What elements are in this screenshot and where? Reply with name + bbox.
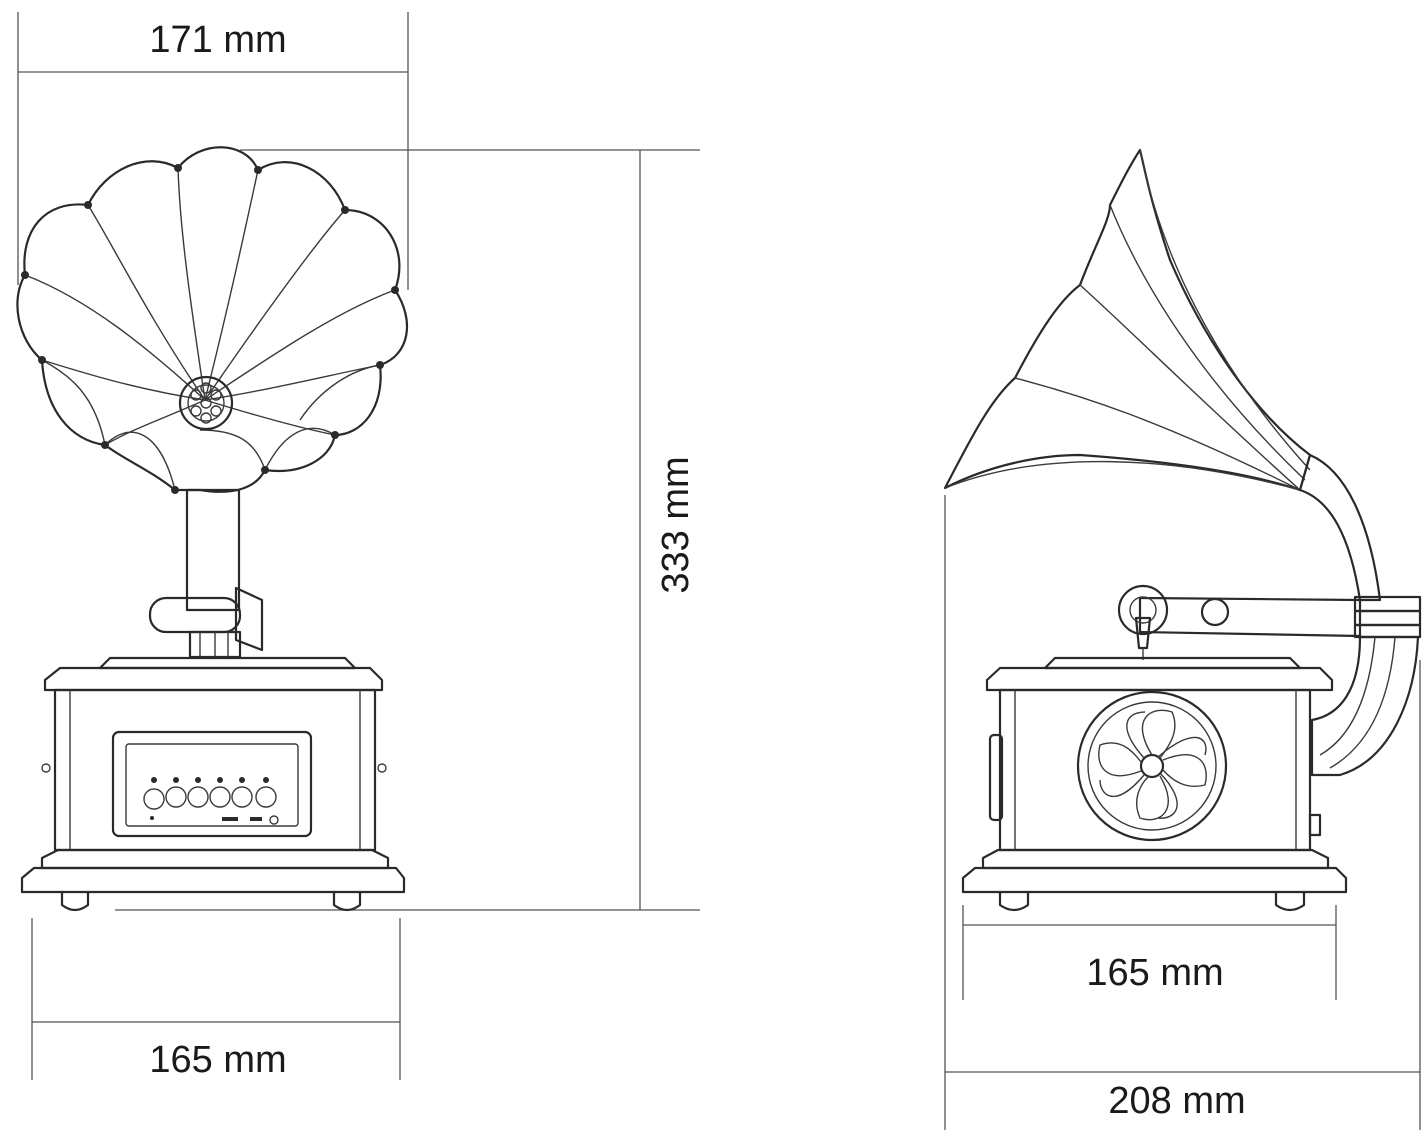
front-neck-tube bbox=[185, 488, 241, 612]
dim-front-horn-width: 171 mm bbox=[149, 19, 286, 61]
side-view-gramophone bbox=[943, 148, 1422, 912]
side-return-pipe bbox=[1310, 635, 1420, 777]
dim-front-base-width: 165 mm bbox=[149, 1039, 286, 1081]
front-base-upper bbox=[40, 848, 390, 870]
side-horn-bell bbox=[943, 148, 1312, 492]
dim-side-base-depth: 165 mm bbox=[1086, 952, 1223, 994]
front-horn-rivets bbox=[21, 164, 399, 494]
side-horn-ribs bbox=[944, 149, 1311, 491]
front-base-lower bbox=[20, 866, 406, 894]
side-speaker-grille bbox=[1076, 690, 1228, 842]
front-horn-throat-grille bbox=[178, 375, 234, 431]
side-base-upper bbox=[981, 848, 1330, 870]
side-platter bbox=[1043, 656, 1302, 670]
front-view-gramophone bbox=[16, 146, 409, 912]
front-control-panel bbox=[111, 730, 313, 838]
dimension-lines bbox=[17, 12, 1421, 1130]
side-base-lower bbox=[961, 866, 1348, 894]
side-cabinet-top bbox=[985, 666, 1334, 692]
side-tonearm bbox=[1117, 584, 1362, 660]
front-horn-petals bbox=[16, 146, 409, 493]
dim-overall-height: 333 mm bbox=[655, 456, 697, 593]
front-control-knobs bbox=[143, 786, 277, 810]
front-platter bbox=[98, 656, 357, 670]
front-foot-left bbox=[60, 890, 90, 912]
side-neck bbox=[1298, 453, 1382, 602]
side-foot-left bbox=[998, 890, 1030, 912]
side-foot-right bbox=[1274, 890, 1306, 912]
dim-side-overall-depth: 208 mm bbox=[1108, 1080, 1245, 1122]
side-cabinet-body bbox=[998, 688, 1312, 852]
front-foot-right bbox=[332, 890, 362, 912]
front-cabinet-top bbox=[43, 666, 384, 692]
front-horn-ribs bbox=[24, 167, 396, 446]
front-tonearm bbox=[148, 586, 264, 659]
side-collar bbox=[1353, 595, 1422, 639]
